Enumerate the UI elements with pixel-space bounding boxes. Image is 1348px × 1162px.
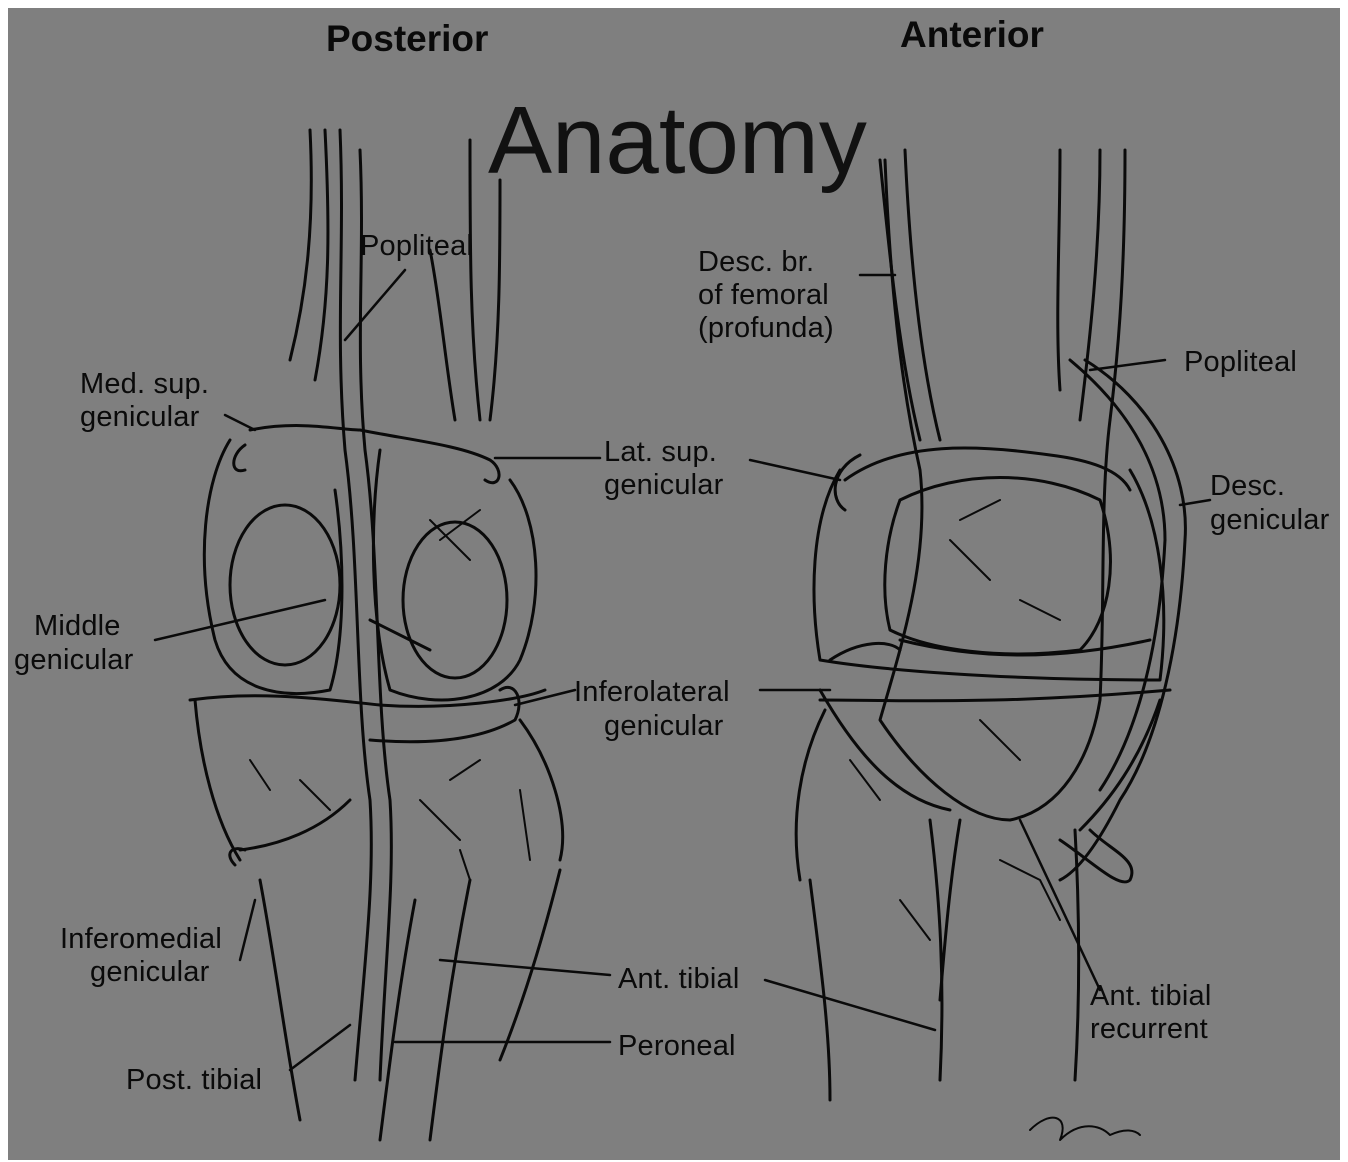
slide: Posterior Anterior Anatomy Popliteal Med… bbox=[8, 8, 1340, 1160]
label-lat-sup-genicular-line1: Lat. sup. bbox=[604, 436, 717, 469]
label-inferolateral-genicular-line1: Inferolateral bbox=[574, 676, 730, 709]
posterior-knee-drawing bbox=[190, 130, 563, 1140]
label-inferolateral-genicular-line2: genicular bbox=[604, 710, 724, 743]
label-desc-br-femoral-line3: (profunda) bbox=[698, 312, 834, 345]
label-middle-genicular-line1: Middle bbox=[34, 610, 121, 643]
anterior-view-title: Anterior bbox=[900, 14, 1044, 56]
label-med-sup-genicular-line1: Med. sup. bbox=[80, 368, 209, 401]
label-desc-br-femoral-line1: Desc. br. bbox=[698, 246, 814, 279]
label-ant-tibial-recurrent-line1: Ant. tibial bbox=[1090, 980, 1212, 1013]
label-peroneal: Peroneal bbox=[618, 1030, 736, 1063]
artist-signature bbox=[1030, 1118, 1140, 1140]
label-popliteal-posterior: Popliteal bbox=[360, 230, 473, 263]
posterior-view-title: Posterior bbox=[326, 18, 488, 60]
label-med-sup-genicular-line2: genicular bbox=[80, 401, 200, 434]
label-ant-tibial-recurrent-line2: recurrent bbox=[1090, 1013, 1208, 1046]
label-desc-br-femoral-line2: of femoral bbox=[698, 279, 829, 312]
label-popliteal-anterior: Popliteal bbox=[1184, 346, 1297, 379]
leader-lines bbox=[155, 270, 1210, 1070]
label-desc-genicular-line1: Desc. bbox=[1210, 470, 1285, 503]
label-middle-genicular-line2: genicular bbox=[14, 644, 134, 677]
label-post-tibial: Post. tibial bbox=[126, 1064, 262, 1097]
label-lat-sup-genicular-line2: genicular bbox=[604, 469, 724, 502]
label-inferomedial-genicular-line2: genicular bbox=[90, 956, 210, 989]
label-desc-genicular-line2: genicular bbox=[1210, 504, 1330, 537]
label-ant-tibial: Ant. tibial bbox=[618, 963, 740, 996]
slide-title: Anatomy bbox=[488, 86, 867, 196]
label-inferomedial-genicular-line1: Inferomedial bbox=[60, 923, 222, 956]
